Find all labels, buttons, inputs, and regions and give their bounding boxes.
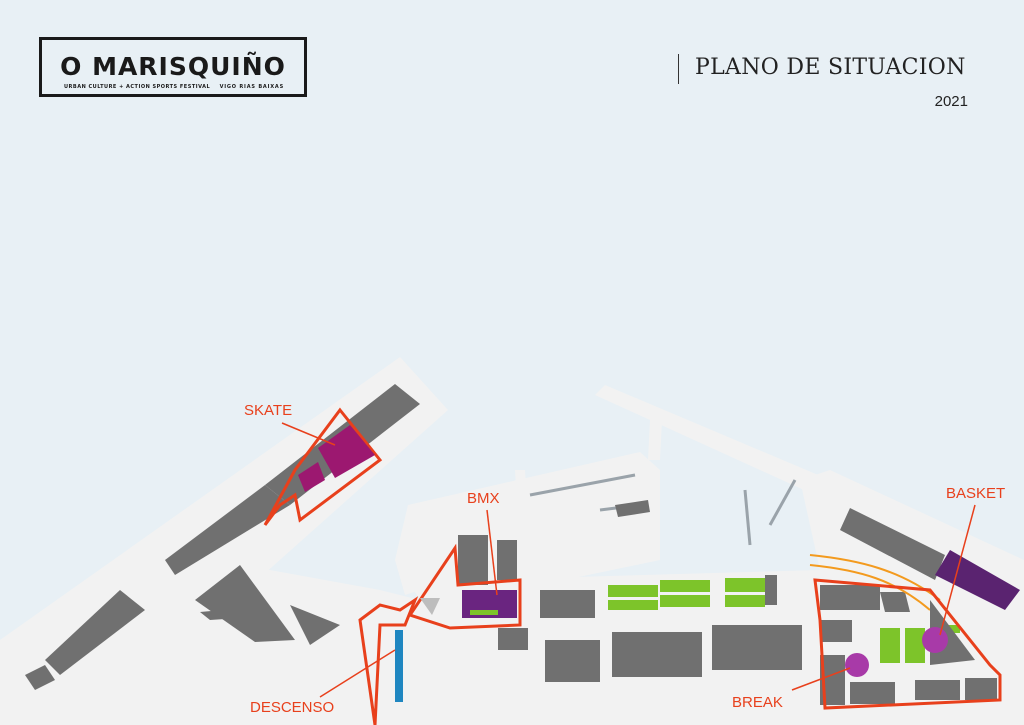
- court-1: [608, 585, 658, 597]
- court-basket-2: [905, 628, 925, 663]
- zone-skate: [263, 407, 383, 526]
- zone-basket-break: [813, 550, 1020, 710]
- skate-area-main: [318, 425, 375, 478]
- zone-descenso: [358, 596, 419, 725]
- festival-logo: O MARISQUIÑO URBAN CULTURE + ACTION SPOR…: [39, 37, 307, 97]
- callout-lines: [281, 422, 976, 698]
- building-wedge: [195, 565, 295, 642]
- logo-location: VIGO RIAS BAIXAS: [219, 84, 284, 90]
- label-bmx: BMX: [467, 490, 500, 507]
- court-6: [725, 595, 765, 607]
- court-3: [660, 580, 710, 592]
- building-4: [612, 632, 702, 677]
- label-break: BREAK: [732, 694, 783, 711]
- building-bmx-2: [497, 540, 517, 580]
- court-basket-1: [880, 628, 900, 663]
- building-2: [765, 575, 777, 605]
- zone-bmx: [407, 543, 522, 630]
- label-basket: BASKET: [946, 485, 1005, 502]
- green-courts: [608, 578, 960, 663]
- building-9: [880, 592, 910, 612]
- building-13: [965, 678, 997, 700]
- building-15: [615, 500, 650, 517]
- building-small-wedge: [290, 605, 340, 645]
- page-title: PLANO DE SITUACION: [695, 55, 966, 80]
- building-3: [545, 640, 600, 682]
- building-14: [498, 628, 528, 650]
- building-7: [820, 585, 880, 610]
- building-5: [712, 625, 802, 670]
- buildings: [25, 384, 997, 705]
- bmx-green-strip: [470, 610, 498, 615]
- court-4: [660, 595, 710, 607]
- descenso-track: [395, 630, 403, 702]
- label-skate: SKATE: [244, 402, 292, 419]
- building-pier-end: [25, 665, 55, 690]
- court-2: [608, 600, 658, 610]
- logo-name: O MARISQUIÑO: [60, 52, 286, 81]
- building-11: [850, 682, 895, 704]
- page-year: 2021: [934, 93, 968, 110]
- basket-marker: [922, 627, 948, 653]
- building-6: [840, 508, 945, 580]
- building-1: [540, 590, 595, 618]
- logo-tagline: URBAN CULTURE + ACTION SPORTS FESTIVAL: [64, 84, 211, 90]
- break-marker: [845, 653, 869, 677]
- building-12: [915, 680, 960, 700]
- basket-purple-building: [935, 550, 1020, 610]
- building-8: [820, 620, 852, 642]
- bmx-small-shape: [420, 598, 440, 615]
- skate-area-small: [298, 462, 325, 492]
- zone-skate-outline: [263, 407, 383, 526]
- building-strip: [200, 608, 245, 620]
- zone-basket-outline: [813, 578, 1002, 710]
- building-bmx-1: [458, 535, 488, 585]
- building-pier-mid: [165, 485, 290, 575]
- title-divider: [678, 54, 679, 84]
- building-pier-low: [45, 590, 145, 675]
- zone-descenso-outline: [358, 596, 419, 725]
- label-descenso: DESCENSO: [250, 699, 334, 716]
- court-5: [725, 578, 765, 592]
